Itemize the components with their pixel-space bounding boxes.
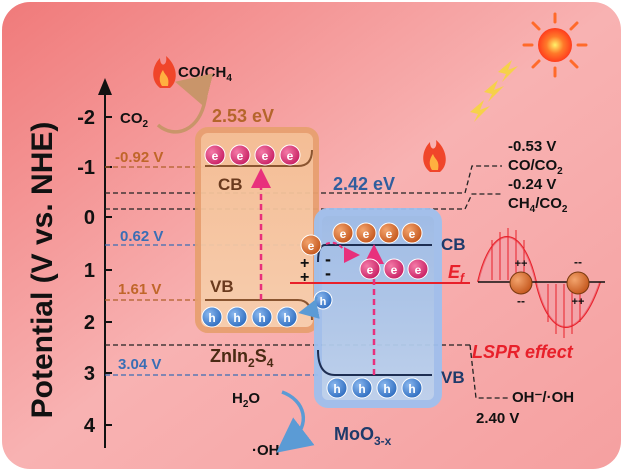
svg-text:h: h	[233, 311, 240, 325]
interface-charges: e + + - - h	[298, 234, 360, 319]
co-co2-potential: -0.53 V	[508, 138, 556, 155]
svg-text:++: ++	[515, 258, 528, 270]
flame-icon	[423, 140, 446, 172]
reactant-h2o: H2O	[232, 390, 260, 410]
moo-name: MoO3-x	[334, 424, 392, 448]
svg-text:e: e	[308, 239, 315, 253]
svg-text:e: e	[340, 227, 347, 241]
tick-label: -1	[77, 157, 95, 179]
svg-text:h: h	[320, 296, 327, 308]
svg-text:e: e	[212, 149, 219, 163]
svg-text:e: e	[391, 263, 398, 277]
product-oh-radical: ·OH	[252, 442, 280, 459]
svg-text:-: -	[325, 263, 331, 283]
tick-label: 0	[84, 207, 95, 229]
svg-text:-: -	[325, 249, 331, 269]
svg-text:e: e	[415, 263, 422, 277]
axis-title: Potential (V vs. NHE)	[26, 122, 59, 419]
oh-couple: OH⁻/·OH	[512, 389, 574, 406]
svg-text:h: h	[258, 311, 265, 325]
svg-text:h: h	[333, 382, 340, 396]
moo-cb-electrons: e e e e	[332, 222, 423, 244]
zninS-cb-label: CB	[218, 175, 243, 194]
svg-text:+: +	[300, 255, 309, 272]
fermi-level-label: Ef	[448, 262, 465, 285]
tick-label: 4	[84, 415, 96, 437]
zninS-cb-potential: -0.92 V	[115, 149, 163, 166]
tick-label: 3	[84, 363, 95, 385]
svg-text:e: e	[363, 227, 370, 241]
co2-reduction-arrow	[156, 73, 214, 134]
zninS-cb-edge	[205, 149, 313, 167]
svg-text:e: e	[409, 227, 416, 241]
svg-text:e: e	[237, 149, 244, 163]
svg-text:h: h	[358, 382, 365, 396]
moo-band-gap: 2.42 eV	[333, 174, 395, 194]
h2o-oxidation-arrow	[276, 390, 315, 453]
tick-label: 1	[84, 260, 95, 282]
zninS-vb-label: VB	[210, 277, 234, 296]
zninS-electrons: e e e e	[204, 144, 301, 166]
lspr-label: LSPR effect	[472, 342, 574, 362]
ch4-co2-couple: CH4/CO2	[508, 195, 568, 215]
moo-holes: h h h h	[326, 377, 423, 399]
lspr-wave: ++ -- -- ++	[477, 228, 605, 338]
moo-defect-electrons: e e e	[359, 258, 429, 280]
svg-text:++: ++	[572, 296, 585, 308]
reactant-co2: CO2	[120, 110, 149, 130]
svg-text:h: h	[283, 311, 290, 325]
svg-text:h: h	[408, 382, 415, 396]
svg-text:h: h	[208, 311, 215, 325]
axis-arrow-icon	[98, 78, 112, 95]
svg-text:h: h	[383, 382, 390, 396]
moo-cb-label: CB	[441, 235, 466, 254]
moo-cb-potential: 0.62 V	[120, 228, 163, 245]
svg-text:e: e	[386, 227, 393, 241]
co-co2-couple: CO/CO2	[508, 157, 563, 177]
oh-potential: 2.40 V	[476, 410, 519, 427]
sun-icon	[522, 12, 588, 78]
light-rays-icon	[470, 60, 518, 122]
zninS-holes: h h h h	[201, 306, 298, 328]
tick-label: -2	[77, 107, 95, 129]
svg-text:--: --	[517, 294, 525, 308]
zninS-vb-potential: 1.61 V	[118, 281, 161, 298]
moo-vb-edge	[317, 349, 432, 376]
zninS-band-gap: 2.53 eV	[212, 106, 274, 126]
ch4-co2-potential: -0.24 V	[508, 176, 556, 193]
svg-text:e: e	[262, 149, 269, 163]
tick-label: 2	[84, 312, 95, 334]
svg-text:--: --	[574, 255, 582, 269]
svg-text:e: e	[367, 263, 374, 277]
svg-text:e: e	[287, 149, 294, 163]
zninS-name: ZnIn2S4	[210, 346, 274, 370]
moo-vb-label: VB	[441, 368, 465, 387]
flame-icon	[153, 56, 176, 88]
svg-text:+: +	[300, 269, 309, 286]
moo-vb-potential: 3.04 V	[118, 356, 161, 373]
